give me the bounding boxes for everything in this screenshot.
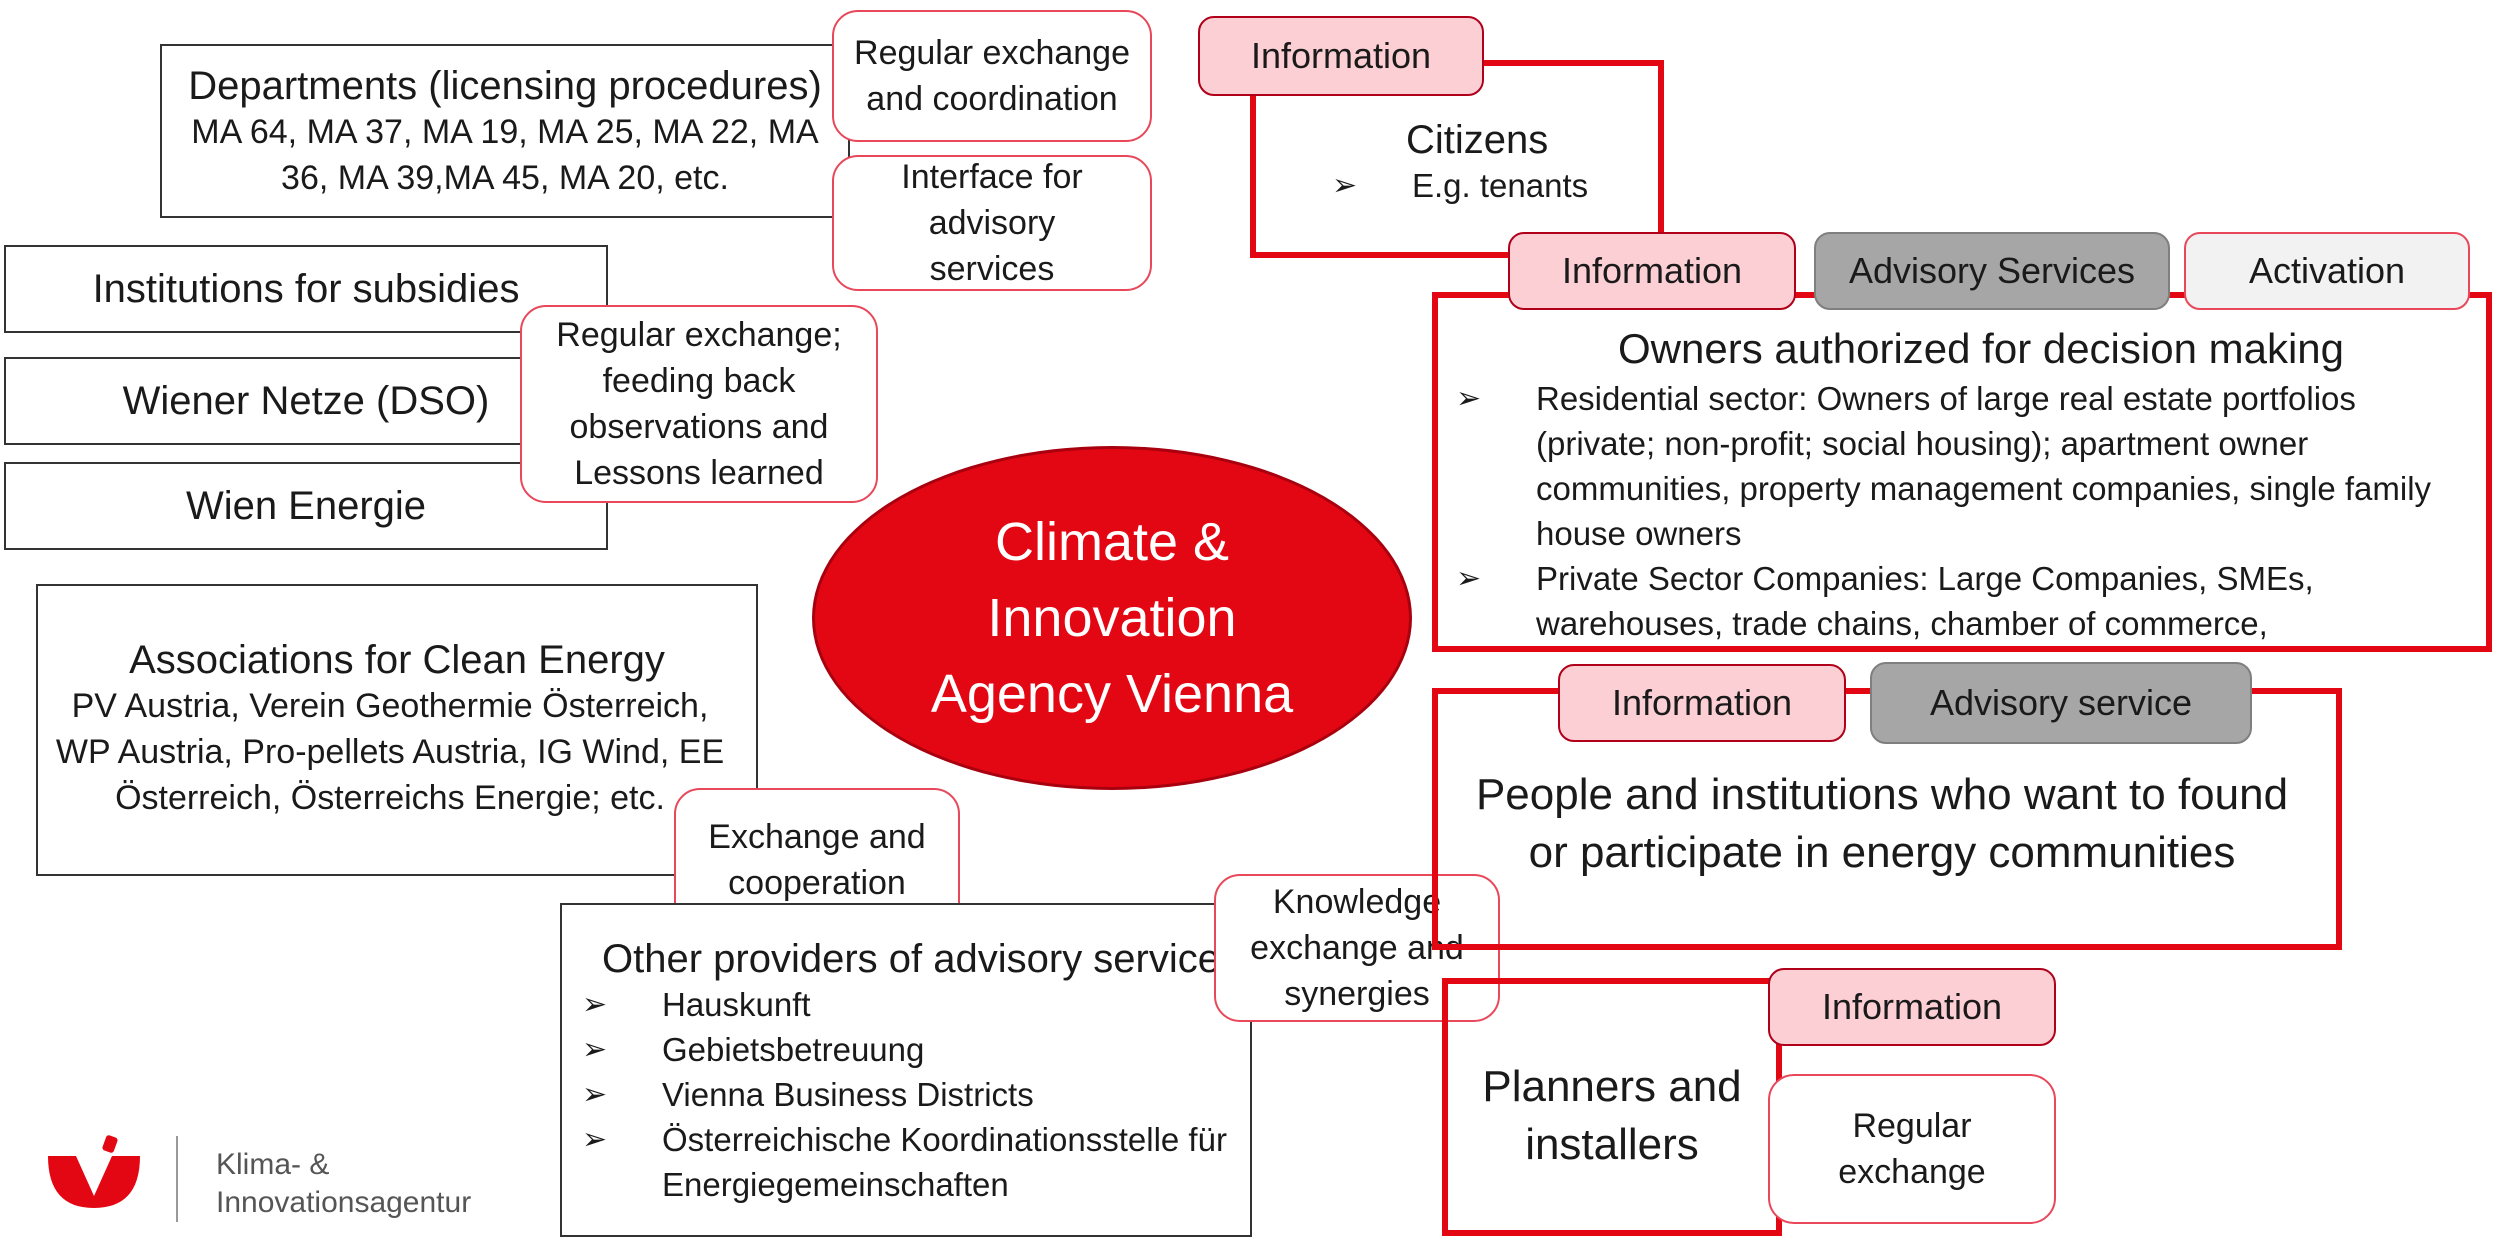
planners-information-tag: Information <box>1768 968 2056 1046</box>
institutions-subsidies-box: Institutions for subsidies <box>4 245 608 333</box>
wiener-netze-box: Wiener Netze (DSO) <box>4 357 608 445</box>
other-providers-title: Other providers of advisory services <box>602 937 1241 981</box>
list-item: Gebietsbetreuung <box>582 1027 1240 1072</box>
list-item: Residential sector: Owners of large real… <box>1456 376 2466 556</box>
departments-title: Departments (licensing procedures) <box>188 64 822 108</box>
owners-information-tag: Information <box>1508 232 1796 310</box>
climate-agency-ellipse: Climate & Innovation Agency Vienna <box>812 446 1412 790</box>
owners-advisory-tag: Advisory Services <box>1814 232 2170 310</box>
wien-energie-box: Wien Energie <box>4 462 608 550</box>
owners-title: Owners authorized for decision making <box>1617 325 2345 372</box>
energy-communities-text: People and institutions who want to foun… <box>1458 766 2306 882</box>
logo-mark-icon <box>48 1135 140 1208</box>
energy-information-tag: Information <box>1558 664 1846 742</box>
list-item: Österreichische Koordinationsstelle für … <box>582 1117 1240 1207</box>
associations-body: PV Austria, Verein Geothermie Österreich… <box>55 687 725 817</box>
other-providers-list: Hauskunft Gebietsbetreuung Vienna Busine… <box>582 982 1240 1207</box>
citizens-title: Citizens <box>1406 118 1549 162</box>
list-item: E.g. tenants <box>1332 163 1658 208</box>
energy-advisory-tag: Advisory service <box>1870 662 2252 744</box>
pill-interface-advisory: Interface for advisory services <box>832 155 1152 291</box>
planners-box: Planners and installers <box>1442 978 1782 1236</box>
pill-text: Regular exchange; feeding back observati… <box>556 316 842 492</box>
associations-box: Associations for Clean Energy PV Austria… <box>36 584 758 876</box>
other-providers-box: Other providers of advisory services Hau… <box>560 903 1252 1237</box>
pill-regular-exchange-coordination: Regular exchange and coordination <box>832 10 1152 142</box>
owners-activation-tag: Activation <box>2184 232 2470 310</box>
list-item: Hauskunft <box>582 982 1240 1027</box>
pill-text: Regular exchange <box>1838 1107 1986 1191</box>
list-item: Private Sector Companies: Large Companie… <box>1456 556 2466 646</box>
associations-title: Associations for Clean Energy <box>129 638 665 682</box>
list-item: Vienna Business Districts <box>582 1072 1240 1117</box>
owners-list: Residential sector: Owners of large real… <box>1456 376 2466 646</box>
climate-agency-label: Climate & Innovation Agency Vienna <box>930 512 1294 724</box>
klima-logo <box>44 1134 144 1214</box>
departments-box: Departments (licensing procedures) MA 64… <box>160 44 850 218</box>
pill-feeding-back: Regular exchange; feeding back observati… <box>520 305 878 503</box>
pill-text: Interface for advisory services <box>901 158 1083 288</box>
departments-body: MA 64, MA 37, MA 19, MA 25, MA 22, MA 36… <box>191 113 819 197</box>
energy-communities-strong-a: People and institutions <box>1475 770 1919 819</box>
planners-title: Planners and installers <box>1482 1062 1742 1169</box>
citizens-list: E.g. tenants <box>1332 163 1658 208</box>
logo-text: Klima- & Innovationsagentur <box>216 1148 472 1219</box>
citizens-information-tag: Information <box>1198 16 1484 96</box>
energy-communities-box: People and institutions who want to foun… <box>1432 688 2342 950</box>
pill-text: Regular exchange and coordination <box>854 34 1130 118</box>
pill-text: Knowledge exchange and synergies <box>1250 883 1464 1013</box>
energy-communities-strong-b: energy communities <box>1841 828 2236 877</box>
owners-box: Owners authorized for decision making Re… <box>1432 292 2492 652</box>
logo-divider <box>176 1136 178 1222</box>
pill-planners-regular-exchange: Regular exchange <box>1768 1074 2056 1224</box>
pill-text: Exchange and cooperation <box>708 818 926 902</box>
energy-communities-light: who want to found or participate in <box>1528 770 2289 877</box>
